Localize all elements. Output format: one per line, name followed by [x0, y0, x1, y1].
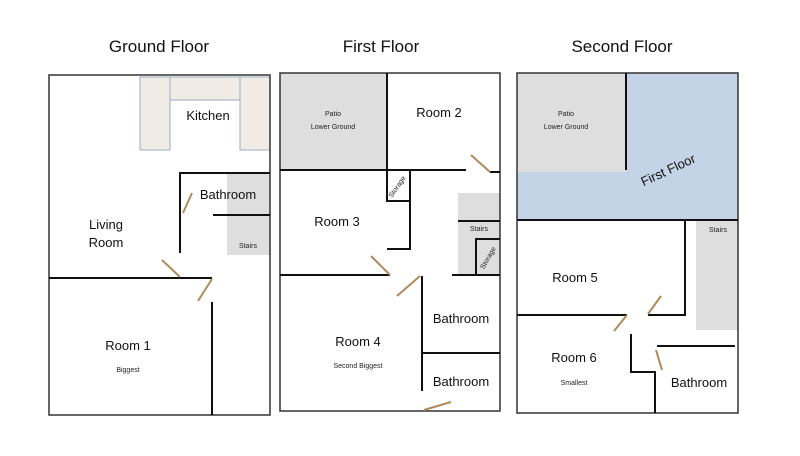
- first-floor-overlay: [626, 73, 738, 172]
- first-floor-plan: Patio Lower Ground Room 2 Storage Room 3…: [279, 72, 501, 412]
- patio-label: Lower Ground: [544, 124, 588, 131]
- first-floor-title: First Floor: [343, 37, 420, 56]
- kitchen-counter: [139, 76, 171, 151]
- door: [613, 314, 628, 332]
- patio-label: Patio: [325, 111, 341, 118]
- bathroom-label: Bathroom: [671, 375, 727, 390]
- kitchen-counter: [169, 76, 241, 101]
- stairs-label: Stairs: [470, 226, 488, 233]
- door: [647, 295, 662, 315]
- door: [370, 255, 391, 276]
- room5-label: Room 5: [552, 270, 598, 285]
- door: [470, 154, 491, 173]
- stairs-area: [458, 193, 500, 275]
- room4-label: Room 4: [335, 334, 381, 349]
- door: [161, 259, 181, 278]
- room1-label: Room 1: [105, 338, 151, 353]
- patio-label: Lower Ground: [311, 124, 355, 131]
- room2-label: Room 2: [416, 105, 462, 120]
- kitchen-counter: [239, 76, 271, 151]
- patio-label: Patio: [558, 111, 574, 118]
- outer-wall: [516, 72, 739, 414]
- patio-area: [280, 73, 387, 170]
- patio-area: [517, 73, 626, 172]
- kitchen-label: Kitchen: [186, 108, 229, 123]
- ground-floor-title: Ground Floor: [109, 37, 209, 56]
- second-floor-title: Second Floor: [571, 37, 672, 56]
- room4-note: Second Biggest: [333, 363, 382, 370]
- room3-label: Room 3: [314, 214, 360, 229]
- room6-note: Smallest: [561, 380, 588, 387]
- second-floor-plan: Patio Lower Ground First Floor Stairs Ro…: [516, 72, 739, 414]
- stairs-area: [696, 220, 738, 330]
- door: [655, 349, 663, 371]
- outer-wall: [48, 74, 271, 416]
- bathroom-label: Bathroom: [200, 187, 256, 202]
- stairs-label: Stairs: [709, 227, 727, 234]
- room1-note: Biggest: [116, 367, 139, 374]
- interior-walls: [280, 73, 500, 391]
- door: [423, 401, 452, 411]
- interior-walls: [49, 172, 270, 415]
- outer-wall: [279, 72, 501, 412]
- living-room-label: Living: [89, 217, 123, 232]
- door: [182, 192, 193, 214]
- ground-floor-plan: Kitchen Bathroom Stairs Living Room Room…: [48, 74, 271, 416]
- room6-label: Room 6: [551, 350, 597, 365]
- door: [396, 275, 421, 297]
- first-floor-overlay: [517, 172, 738, 220]
- living-room-label: Room: [89, 235, 124, 250]
- bathroom-label: Bathroom: [433, 374, 489, 389]
- storage-label: Storage: [388, 175, 408, 199]
- door: [197, 278, 213, 302]
- stairs-label: Stairs: [239, 243, 257, 250]
- bathroom-label: Bathroom: [433, 311, 489, 326]
- interior-walls: [517, 73, 738, 413]
